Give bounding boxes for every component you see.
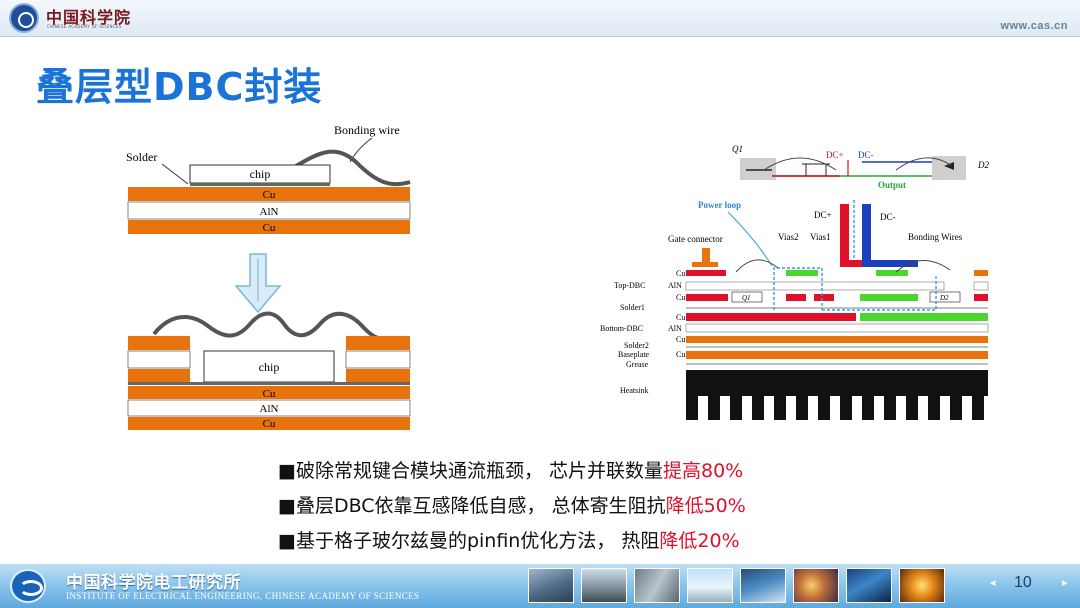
bullet-highlight: 降低20% — [659, 530, 740, 552]
q1-label: Q1 — [732, 144, 743, 154]
vias2-label: Vias2 — [778, 232, 798, 242]
thumb-image — [899, 568, 945, 603]
grease-label: Grease — [626, 360, 649, 369]
top-dbc-label: Top-DBC — [614, 281, 645, 290]
bottom-dbc-cu-lower-label: Cu — [676, 335, 685, 344]
top-aln-label: AlN — [260, 206, 279, 218]
slide-title: 叠层型DBC封装 — [36, 65, 323, 109]
q1-chip-label: Q1 — [742, 294, 751, 302]
header-bar: 中国科学院 CHINESE ACADEMY OF SCIENCES www.ca… — [0, 0, 1080, 37]
prev-slide-button[interactable]: ◂ — [990, 576, 996, 589]
dbc-stack-diagram: Solder Bonding wire chip Cu AlN Cu chip … — [126, 123, 411, 430]
bullet-text: 基于格子玻尔兹曼的pinfin优化方法， 热阻 — [295, 530, 660, 552]
heatsink-fins — [686, 396, 984, 420]
top-chip-label: chip — [250, 167, 271, 181]
baseplate-label: Baseplate — [618, 350, 650, 359]
top-dbc-aln-label: AlN — [668, 281, 682, 290]
bullet-list: ■破除常规键合模块通流瓶颈， 芯片并联数量提高80% ■叠层DBC依靠互感降低自… — [278, 456, 746, 561]
gate-connector-label: Gate connector — [668, 234, 723, 244]
output-label: Output — [878, 180, 906, 190]
bottom-chip-label: chip — [259, 360, 280, 374]
bullet-text: 叠层DBC依靠互感降低自感， 总体寄生阻抗 — [295, 495, 666, 517]
power-loop-label: Power loop — [698, 200, 741, 210]
solder1-label: Solder1 — [620, 303, 645, 312]
cas-logo-subtext: CHINESE ACADEMY OF SCIENCES — [47, 24, 122, 29]
bullet-text: 破除常规键合模块通流瓶颈， 芯片并联数量 — [295, 460, 663, 482]
solder2-label: Solder2 — [624, 341, 649, 350]
bottom-dbc-label: Bottom-DBC — [600, 324, 643, 333]
top-cu-upper-label: Cu — [263, 189, 276, 201]
institute-name-cn: 中国科学院电工研究所 — [66, 573, 241, 593]
d2-label: D2 — [977, 160, 989, 170]
dc-plus-label: DC+ — [826, 150, 844, 160]
thumb-image — [634, 568, 680, 603]
bullet-highlight: 降低50% — [665, 495, 746, 517]
bullet-item-3: ■基于格子玻尔兹曼的pinfin优化方法， 热阻降低20% — [278, 526, 746, 561]
top-dbc-cu-lower-label: Cu — [676, 293, 685, 302]
thumb-image — [793, 568, 839, 603]
bullet-highlight: 提高80% — [663, 460, 744, 482]
thumb-image — [846, 568, 892, 603]
thumb-image — [687, 568, 733, 603]
bottom-cu-upper-label: Cu — [263, 388, 276, 400]
stacked-dbc-cross-section: Q1 DC+ DC- D2 Output Power loop DC+ DC- … — [600, 144, 989, 420]
footer-bar: 中国科学院电工研究所 INSTITUTE OF ELECTRICAL ENGIN… — [0, 564, 1080, 608]
top-cu-lower-label: Cu — [263, 222, 276, 234]
page-number: 10 — [1014, 574, 1032, 591]
bonding-wire-label: Bonding wire — [334, 123, 400, 137]
bottom-aln-label: AlN — [260, 403, 279, 415]
bottom-cu-lower-label: Cu — [263, 418, 276, 430]
dc-minus-side-label: DC- — [880, 212, 896, 222]
cas-seal-icon — [9, 3, 39, 33]
institute-logo-icon — [10, 569, 46, 603]
bullet-marker: ■ — [278, 460, 296, 482]
bullet-item-2: ■叠层DBC依靠互感降低自感， 总体寄生阻抗降低50% — [278, 491, 746, 526]
top-dbc-cu-label: Cu — [676, 269, 685, 278]
dc-plus-side-label: DC+ — [814, 210, 832, 220]
vias1-label: Vias1 — [810, 232, 830, 242]
bullet-marker: ■ — [278, 530, 296, 552]
bullet-item-1: ■破除常规键合模块通流瓶颈， 芯片并联数量提高80% — [278, 456, 746, 491]
thumb-image — [740, 568, 786, 603]
bonding-wires-label: Bonding Wires — [908, 232, 963, 242]
thumb-image — [528, 568, 574, 603]
header-url[interactable]: www.cas.cn — [1000, 20, 1068, 32]
solder-label: Solder — [126, 150, 157, 164]
bottom-dbc-aln-label: AlN — [668, 324, 682, 333]
bullet-marker: ■ — [278, 495, 296, 517]
footer-image-strip — [528, 568, 945, 604]
next-slide-button[interactable]: ▸ — [1062, 576, 1068, 589]
heatsink-label: Heatsink — [620, 386, 648, 395]
cas-logo-text: 中国科学院 — [46, 8, 132, 27]
baseplate-cu-label: Cu — [676, 350, 685, 359]
institute-name-en: INSTITUTE OF ELECTRICAL ENGINEERING, CHI… — [66, 591, 420, 601]
thumb-image — [581, 568, 627, 603]
bottom-dbc-cu-label: Cu — [676, 313, 685, 322]
dc-minus-label: DC- — [858, 150, 874, 160]
d2-chip-label: D2 — [939, 294, 949, 302]
